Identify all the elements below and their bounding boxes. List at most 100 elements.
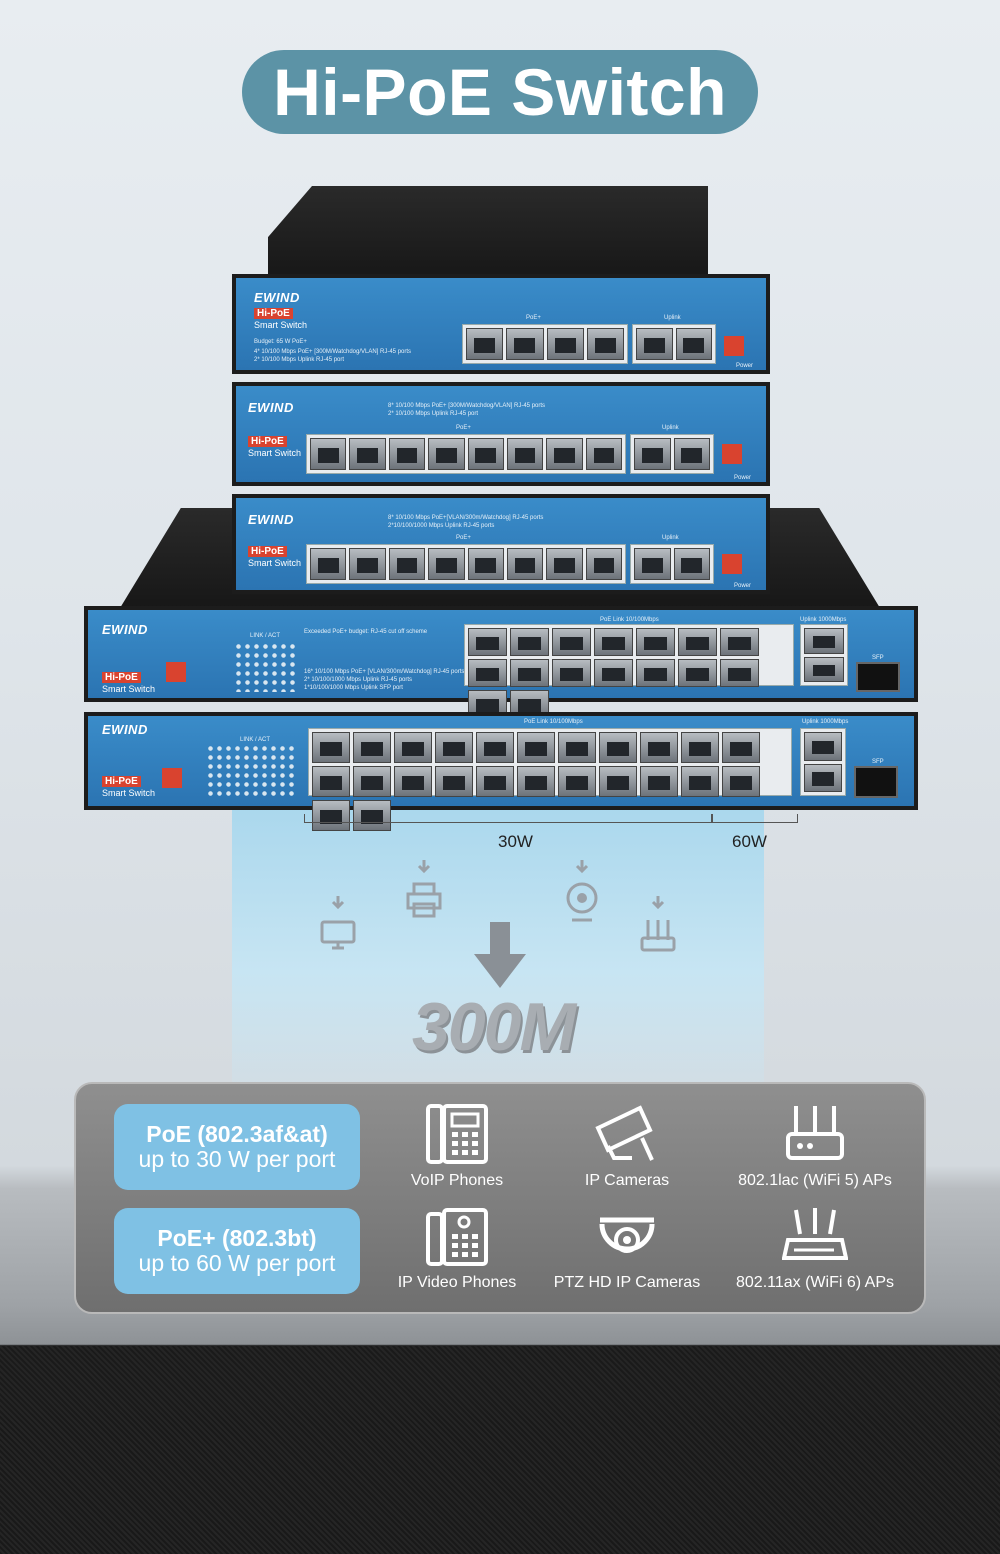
wifi5-ap-icon [786,1106,844,1160]
rj45-port [394,732,432,763]
rj45-port [678,659,717,687]
feature-wifi5-aps: 802.1lac (WiFi 5) APs [720,1102,910,1190]
rj45-port [585,548,622,580]
switch-4-sfp-port [856,662,900,692]
rj45-port [558,766,596,797]
floor-texture [0,1346,1000,1554]
rj45-port [546,438,583,470]
feature-ptz-cameras: PTZ HD IP Cameras [532,1206,722,1292]
switch-4-poe-ports [464,624,794,718]
rj45-port [640,766,678,797]
switch-5-badge: Hi-PoE [102,776,141,787]
feature-voip-phones-label: VoIP Phones [410,1172,504,1189]
rj45-port [506,438,544,470]
switch-3-spec-2: 2*10/100/1000 Mbps Uplink RJ-45 ports [388,523,495,529]
rj45-port [681,766,719,797]
switch-2-model: Smart Switch [248,448,302,458]
rj45-port [510,628,549,656]
switch-2-uplink-ports [630,434,714,474]
switch-5-brand: EWIND [102,722,148,737]
switch-4-uplink-label: Uplink 1000Mbps [800,617,847,623]
feature-voip-phones: VoIP Phones [362,1102,552,1190]
rj45-port [506,548,544,580]
switch-4-brand: EWIND [102,622,148,637]
ip-video-phone-icon [426,1208,488,1266]
rj45-port [467,438,504,470]
rj45-port [599,732,637,763]
rj45-port [428,438,465,470]
switch-1: EWIND Hi-PoE Smart Switch Budget: 65 W P… [232,274,770,374]
switch-4-spec-4: 1*10/100/1000 Mbps Uplink SFP port [304,685,403,691]
monitor-icon [320,896,356,950]
switch-5-sfp-label: SFP [872,759,884,765]
rj45-port [349,548,386,580]
switch-5-poe-ports [308,728,792,831]
switch-4-spec-2: 16* 10/100 Mbps PoE+ [VLAN/300m/Watchdog… [304,669,465,675]
rj45-port [353,732,391,763]
rj45-port [552,659,591,687]
bracket-30w [304,814,712,823]
rj45-port [681,732,719,763]
switch-2-spec-2: 2* 10/100 Mbps Uplink RJ-45 port [388,411,479,417]
switch-4-led-label: LINK / ACT [250,633,281,639]
switch-1-poe-label: PoE+ [526,315,541,321]
printer-icon [406,860,442,918]
switch-1-dip-switch[interactable] [724,336,744,356]
switch-3-uplink-ports [630,544,714,584]
switch-3-poe-ports [306,544,626,584]
switch-5-model: Smart Switch [102,788,156,798]
rj45-port [394,766,432,797]
switch-5-poe-label: PoE Link 10/100Mbps [524,719,583,725]
switch-1-spec-2: 4* 10/100 Mbps PoE+ [300M/Watchdog/VLAN]… [254,349,412,355]
rj45-port [675,328,712,360]
rj45-port [506,328,544,360]
ptz-camera-icon [599,1217,655,1253]
switch-4-sfp-label: SFP [872,655,884,661]
rj45-port [349,438,386,470]
switch-5-dip-switch[interactable] [162,768,182,788]
switch-5-uplink-label: Uplink 1000Mbps [802,719,849,725]
rj45-port [510,659,549,687]
standard-1-power: up to 30 W per port [138,1146,336,1172]
feature-ip-cameras-label: IP Cameras [584,1172,670,1189]
wifi6-ap-icon [782,1208,848,1260]
switch-1-spec-3: 2* 10/100 Mbps Uplink RJ-45 port [254,357,345,363]
rj45-port [517,732,555,763]
rj45-port [435,766,473,797]
switch-2-dip-switch[interactable] [722,444,742,464]
switch-3-dip-switch[interactable] [722,554,742,574]
rj45-port [312,800,350,831]
switch-4-uplink-ports [800,624,848,686]
switch-3-power-label: Power [734,583,752,589]
switch-3: EWIND Hi-PoE Smart Switch 8* 10/100 Mbps… [232,494,770,594]
switch-3-brand: EWIND [248,512,294,527]
switch-4-dip-switch[interactable] [166,662,186,682]
switch-2-brand: EWIND [248,400,294,415]
standard-poe-af-at: PoE (802.3af&at) up to 30 W per port [114,1104,360,1190]
rj45-port [467,548,504,580]
rj45-port [428,548,465,580]
switch-2-uplink-label: Uplink [662,425,679,431]
rj45-port [310,548,347,580]
switch-4: EWIND Hi-PoE Smart Switch LINK / ACT Exc… [84,606,918,718]
webcam-icon [566,860,598,922]
bracket-60w [712,814,798,823]
rj45-port [310,438,347,470]
rj45-port [388,548,426,580]
feature-wifi5-aps-label: 802.1lac (WiFi 5) APs [738,1172,892,1189]
rj45-port [466,328,504,360]
rj45-port [517,766,555,797]
rj45-port [636,328,673,360]
voip-phone-icon [426,1104,488,1164]
switch-3-spec-1: 8* 10/100 Mbps PoE+[VLAN/300m/Watchdog] … [388,515,544,521]
rj45-port [594,659,633,687]
feature-ptz-cameras-label: PTZ HD IP Cameras [553,1274,701,1291]
feature-ip-cameras: IP Cameras [532,1102,722,1190]
rj45-port [552,628,591,656]
rj45-port [640,732,678,763]
rj45-port [636,628,675,656]
switch-1-model: Smart Switch [254,320,308,330]
rj45-port [546,328,584,360]
switch-1-spec-1: Budget: 65 W PoE+ [254,339,307,345]
rj45-port [594,628,633,656]
